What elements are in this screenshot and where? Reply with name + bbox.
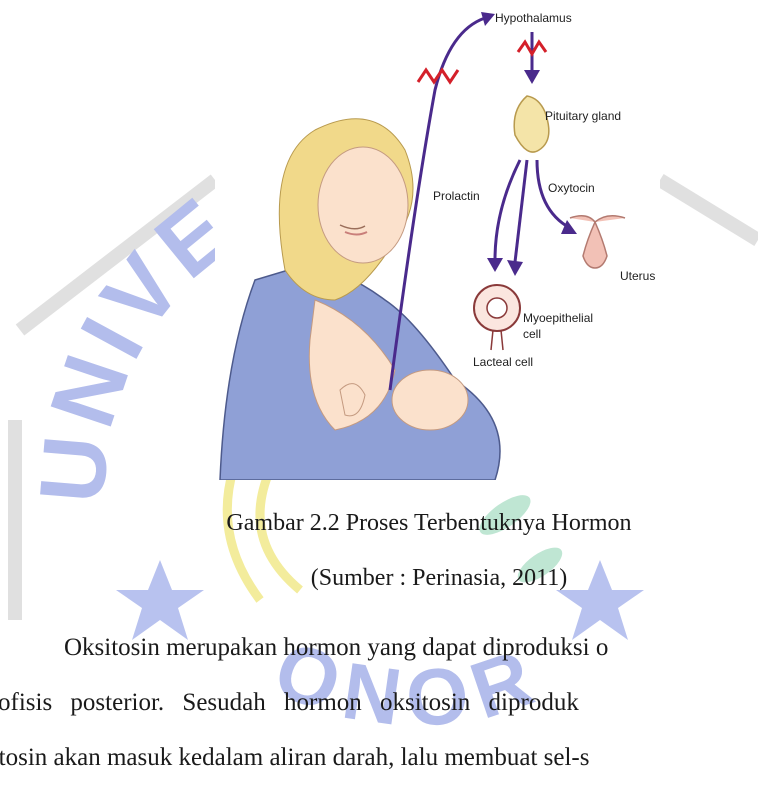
label-uterus: Uterus	[620, 269, 655, 283]
paragraph-line-2: ofisis posterior. Sesudah hormon oksitos…	[0, 686, 758, 720]
label-oxytocin: Oxytocin	[548, 181, 595, 195]
mother-face	[318, 147, 408, 263]
baby-head	[392, 370, 468, 430]
label-myoepithelial-2: cell	[523, 327, 541, 341]
label-prolactin: Prolactin	[433, 189, 480, 203]
figure-caption-source: (Sumber : Perinasia, 2011)	[0, 563, 758, 593]
hormone-process-figure: Hypothalamus Pituitary gland Prolactin O…	[215, 0, 660, 480]
label-hypothalamus: Hypothalamus	[495, 11, 572, 25]
label-pituitary: Pituitary gland	[545, 109, 621, 123]
figure-caption-title: Gambar 2.2 Proses Terbentuknya Hormon	[0, 508, 758, 538]
label-lacteal: Lacteal cell	[473, 355, 533, 369]
paragraph-line-3: sitosin akan masuk kedalam aliran darah,…	[0, 741, 758, 775]
label-myoepithelial-1: Myoepithelial	[523, 311, 593, 325]
paragraph-line-1: Oksitosin merupakan hormon yang dapat di…	[64, 631, 758, 665]
